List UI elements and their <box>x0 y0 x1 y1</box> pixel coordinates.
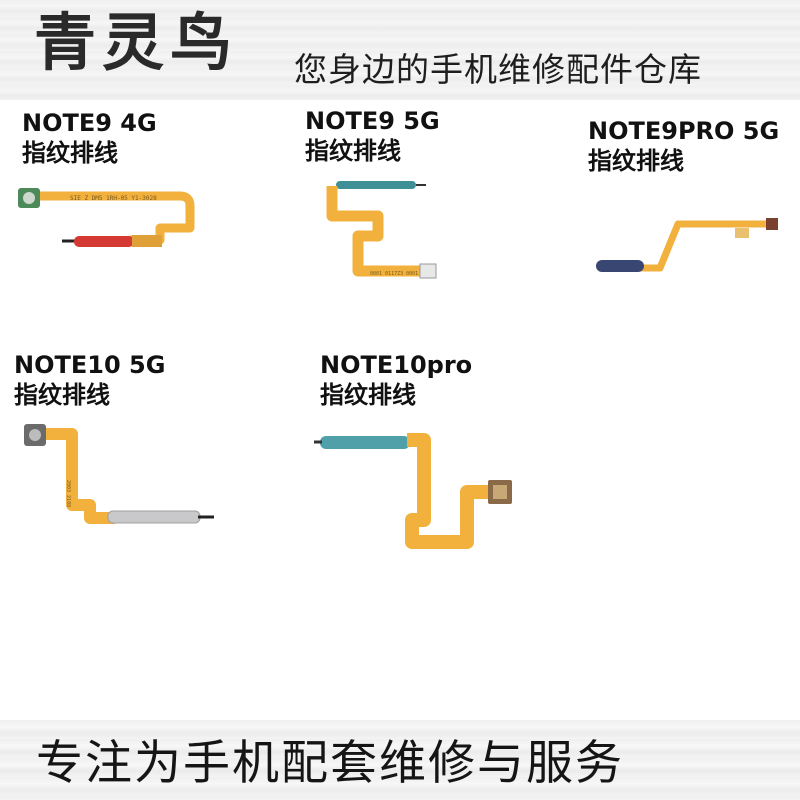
fingerprint-flex-cable-image <box>596 218 778 272</box>
product-desc: 指纹排线 <box>305 137 401 165</box>
product-desc: 指纹排线 <box>22 139 118 167</box>
product-label-note9pro-5g: NOTE9PRO 5G 指纹排线 <box>588 116 779 176</box>
brand-tagline: 您身边的手机维修配件仓库 <box>294 50 702 89</box>
fingerprint-flex-cable-image: SIE Z DM5 1RH-05 Y1-3028 <box>18 188 195 247</box>
product-model: NOTE10pro <box>320 351 473 379</box>
product-label-note9-4g: NOTE9 4G 指纹排线 <box>22 108 157 168</box>
svg-text:2003 2108: 2003 2108 <box>65 480 71 507</box>
footer-slogan: 专注为手机配套维修与服务 <box>36 736 624 791</box>
product-desc: 指纹排线 <box>588 147 684 175</box>
product-desc: 指纹排线 <box>320 381 416 409</box>
product-desc: 指纹排线 <box>14 381 110 409</box>
footer-banner <box>0 720 800 800</box>
brand-name: 青灵鸟 <box>34 6 239 79</box>
product-model: NOTE9PRO 5G <box>588 117 780 145</box>
svg-text:SIE Z DM5 1RH-05 Y1-3028: SIE Z DM5 1RH-05 Y1-3028 <box>70 195 157 202</box>
fingerprint-flex-cable-image: 2003 2108 <box>24 424 214 524</box>
product-model: NOTE9 5G <box>305 107 440 135</box>
product-label-note9-5g: NOTE9 5G 指纹排线 <box>305 106 440 166</box>
product-label-note10-5g: NOTE10 5G 指纹排线 <box>14 350 165 410</box>
product-model: NOTE10 5G <box>14 351 166 379</box>
fingerprint-flex-cable-image <box>314 433 512 549</box>
fingerprint-flex-cable-image: 0001 0117Z3 0001 <box>326 181 437 279</box>
header-banner: 青灵鸟 您身边的手机维修配件仓库 <box>0 0 800 100</box>
product-label-note10pro: NOTE10pro 指纹排线 <box>320 350 472 410</box>
svg-text:0001 0117Z3 0001: 0001 0117Z3 0001 <box>370 271 418 277</box>
product-model: NOTE9 4G <box>22 109 157 137</box>
